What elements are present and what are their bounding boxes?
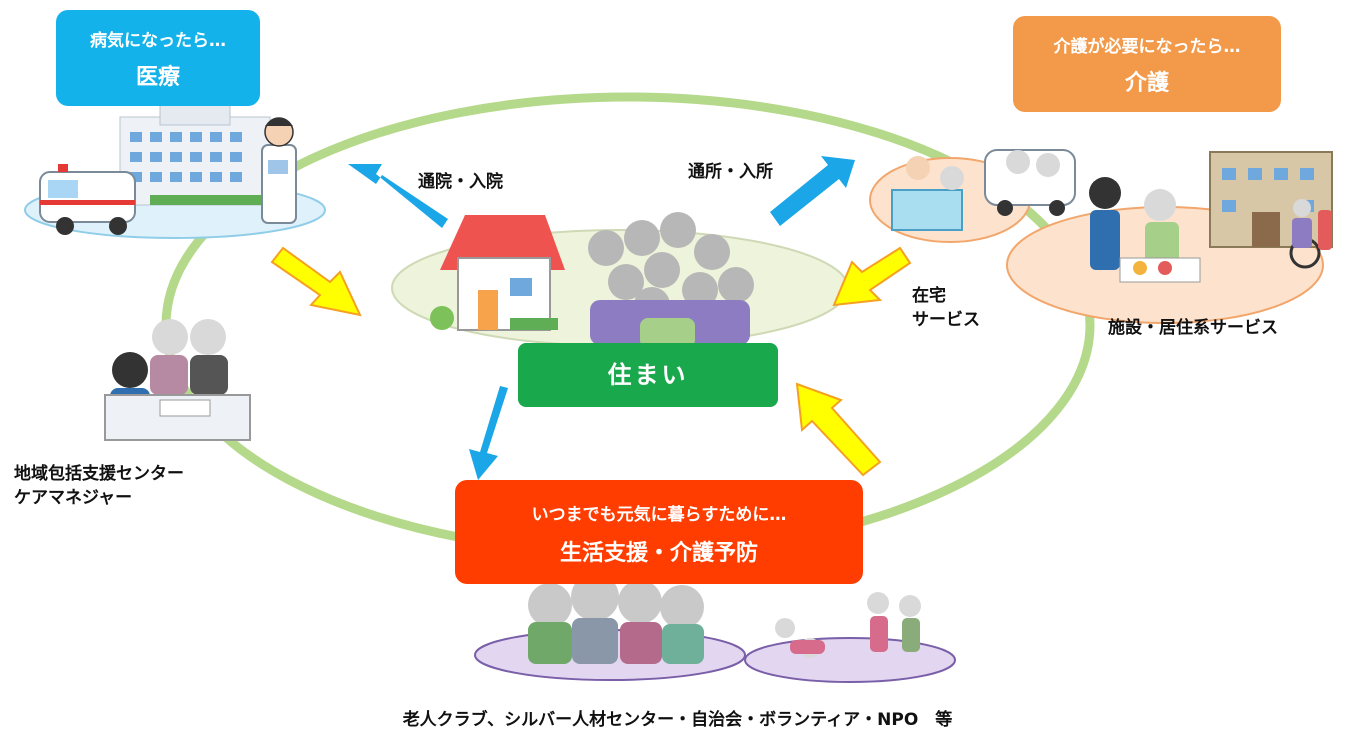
label-community-center-line1: 地域包括支援センター [14,464,184,484]
home-box-title: 住まい [607,361,689,389]
medical-box: 病気になったら… 医療 [56,10,260,106]
caregiver-meal-illustration [1089,177,1201,283]
blue-arrows [348,156,855,480]
support-box: いつまでも元気に暮らすために… 生活支援・介護予防 [455,480,863,584]
arrow-to-care [770,156,855,226]
ambulance-illustration [39,164,136,235]
care-box-title: 介護 [1124,71,1169,96]
medical-box-title: 医療 [135,65,180,90]
label-community-center-line2: ケアマネジャー [14,488,133,508]
arrow-from-support [795,382,882,477]
arrow-from-hospital [270,246,362,317]
label-home-service-line1: 在宅 [912,286,946,306]
label-community-center: 地域包括支援センター ケアマネジャー [14,462,184,510]
footer-organizations: 老人クラブ、シルバー人材センター・自治会・ボランティア・NPO 等 [402,710,953,730]
elderly-friends-illustration [474,573,746,681]
consultation-illustration [104,319,251,441]
arrow-to-hospital [348,164,448,228]
medical-box-subtitle: 病気になったら… [90,31,226,51]
label-home-service-line2: サービス [912,310,980,330]
doctor-illustration [261,117,297,224]
wheelchair-illustration [1289,199,1332,269]
label-facility-visit: 通所・入所 [688,162,773,182]
yellow-arrows [270,246,912,477]
care-van-illustration [984,149,1076,216]
home-box: 住まい [518,343,778,407]
arrow-to-support [469,386,508,480]
label-hospital-visit: 通院・入院 [418,172,503,192]
exercise-group-illustration [744,592,956,683]
elderly-group-illustration [588,212,754,348]
care-box: 介護が必要になったら… 介護 [1013,16,1281,112]
hospital-illustration [24,104,326,239]
support-box-title: 生活支援・介護予防 [559,541,758,566]
support-box-subtitle: いつまでも元気に暮らすために… [531,505,787,525]
label-home-service: 在宅 サービス [912,284,980,332]
arrow-from-care [832,246,912,307]
care-box-subtitle: 介護が必要になったら… [1053,37,1241,57]
label-facility-service: 施設・居住系サービス [1108,318,1278,338]
